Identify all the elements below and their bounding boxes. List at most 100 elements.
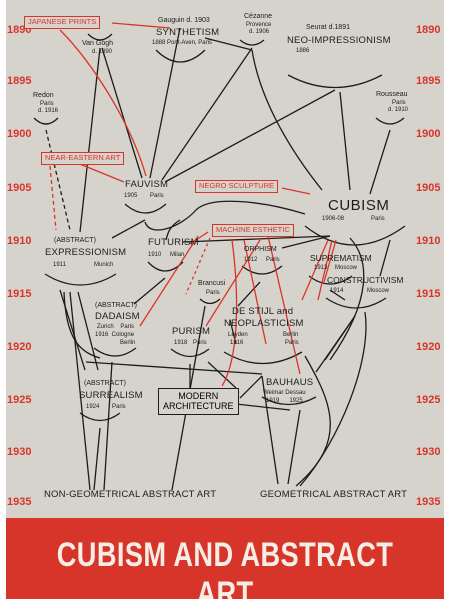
dadaism-prefix: (ABSTRACT): [95, 302, 137, 309]
cezanne-detail-1: Provence: [246, 22, 272, 28]
rousseau-cap: [375, 117, 405, 125]
brancusi-cap: [199, 298, 221, 305]
constructivism-cap: [325, 297, 387, 309]
fauvism-year: 1905: [124, 193, 138, 199]
expressionism-label: EXPRESSIONISM: [45, 247, 127, 258]
dadaism-label: DADAISM: [95, 311, 140, 322]
constructivism-place: Moscow: [367, 288, 390, 294]
fauvism-cap: [124, 203, 167, 214]
synthetism-detail: 1888 Pont-Aven, Paris: [152, 40, 212, 46]
purism-year: 1918: [174, 340, 188, 346]
year-right-1915: 1915: [416, 288, 441, 300]
brancusi-name: Brancusi: [198, 280, 226, 287]
de-stijl-detail-2: 1916: [230, 340, 244, 346]
year-left-1910: 1910: [7, 235, 32, 247]
title-banner: CUBISM AND ABSTRACT ART: [6, 518, 444, 599]
bauhaus-label: BAUHAUS: [266, 377, 314, 388]
seurat-name: Seurat d.1891: [306, 24, 350, 31]
bauhaus-detail-2: 1919 1925: [266, 398, 303, 404]
year-left-1900: 1900: [7, 128, 32, 140]
de-stijl-detail-4: Paris: [285, 340, 299, 346]
bauhaus-detail-1: Weimar Dessau: [263, 390, 306, 396]
futurism-year: 1910: [148, 252, 162, 258]
suprematism-year: 1913: [314, 265, 328, 271]
van-gogh-detail: d. 1890: [92, 49, 113, 55]
cubism-year: 1906-08: [322, 216, 345, 222]
geometrical-abstract-art-label: GEOMETRICAL ABSTRACT ART: [260, 489, 408, 500]
constructivism-label: CONSTRUCTIVISM: [327, 275, 404, 285]
synthetism-label: SYNTHETISM: [156, 27, 220, 38]
de-stijl-label: DE STIJL and: [232, 306, 294, 317]
year-right-1890: 1890: [416, 24, 441, 36]
modern-architecture-line-1: MODERN: [178, 391, 219, 401]
fauvism-place: Paris: [150, 193, 164, 199]
fauvism-label: FAUVISM: [125, 179, 169, 190]
year-right-1930: 1930: [416, 446, 441, 458]
influence-lines: [33, 22, 406, 491]
van-gogh-name: Van Gogh: [82, 40, 114, 47]
rousseau-name: Rousseau: [376, 91, 408, 98]
redon-detail-2: d. 1916: [38, 108, 59, 114]
year-left-1915: 1915: [7, 288, 32, 300]
surrealism-prefix: (ABSTRACT): [84, 380, 126, 387]
influence-negro-sculpture: NEGRO SCULPTURE: [195, 180, 279, 193]
synthetism-cap: [155, 49, 206, 63]
redon-name: Redon: [33, 92, 54, 99]
surrealism-year: 1924: [86, 404, 100, 410]
gauguin-name: Gauguin d. 1903: [158, 17, 210, 24]
surrealism-place: Paris: [112, 404, 126, 410]
cubism-label: CUBISM: [328, 197, 390, 214]
expressionism-cap: [44, 273, 117, 286]
purism-place: Paris: [193, 340, 207, 346]
modern-architecture-box: MODERN ARCHITECTURE: [158, 388, 239, 415]
year-left-1930: 1930: [7, 446, 32, 458]
redon-detail-1: Paris: [40, 101, 54, 107]
year-right-1910: 1910: [416, 235, 441, 247]
futurism-label: FUTURISM: [148, 237, 199, 248]
expressionism-place: Munich: [94, 262, 114, 268]
cubism-cap: [304, 225, 406, 246]
dadaism-detail-2: 1916 Cologne: [95, 332, 135, 338]
year-right-1905: 1905: [416, 182, 441, 194]
de-stijl-cap: [223, 351, 303, 365]
rousseau-detail-2: d. 1910: [388, 107, 409, 113]
orphism-year: 1912: [244, 257, 258, 263]
neo-impressionism-cap: [287, 74, 383, 89]
influence-japanese-prints: JAPANESE PRINTS: [24, 16, 101, 29]
de-stijl-detail-1: Leyden: [228, 332, 248, 338]
modern-architecture-line-2: ARCHITECTURE: [163, 401, 234, 412]
orphism-place: Paris: [266, 257, 280, 263]
year-right-1920: 1920: [416, 341, 441, 353]
neo-impressionism-detail: 1886: [296, 48, 310, 54]
orphism-label: ORPHISM: [244, 246, 277, 253]
cezanne-detail-2: d. 1906: [249, 29, 270, 35]
neoplasticism-label: NEOPLASTICISM: [224, 318, 304, 329]
purism-cap: [170, 348, 210, 358]
surrealism-cap: [79, 412, 121, 422]
dadaism-detail-1: Zurich Paris: [97, 324, 135, 330]
year-left-1925: 1925: [7, 394, 32, 406]
suprematism-label: SUPREMATISM: [310, 253, 372, 263]
dadaism-cap: [93, 347, 137, 357]
year-left-1920: 1920: [7, 341, 32, 353]
cubism-place: Paris: [371, 216, 385, 222]
cezanne-name: Cézanne: [244, 13, 273, 20]
year-right-1900: 1900: [416, 128, 441, 140]
dadaism-detail-3: Berlin: [120, 340, 136, 346]
brancusi-detail: Paris: [206, 290, 220, 296]
redon-cap: [33, 117, 59, 125]
rousseau-detail-1: Paris: [392, 100, 406, 106]
banner-title: CUBISM AND ABSTRACT ART: [56, 536, 394, 599]
orphism-cap: [241, 265, 283, 275]
expressionism-year: 1911: [53, 262, 66, 268]
neo-impressionism-label: NEO-IMPRESSIONISM: [287, 35, 391, 46]
cezanne-cap: [239, 39, 265, 46]
futurism-place: Milan: [170, 252, 185, 258]
year-right-1925: 1925: [416, 394, 441, 406]
year-right-1895: 1895: [416, 75, 441, 87]
year-left-1895: 1895: [7, 75, 32, 87]
bauhaus-cap: [261, 396, 317, 406]
van-gogh-cap: [87, 33, 113, 41]
expressionism-prefix: (ABSTRACT): [54, 237, 96, 244]
